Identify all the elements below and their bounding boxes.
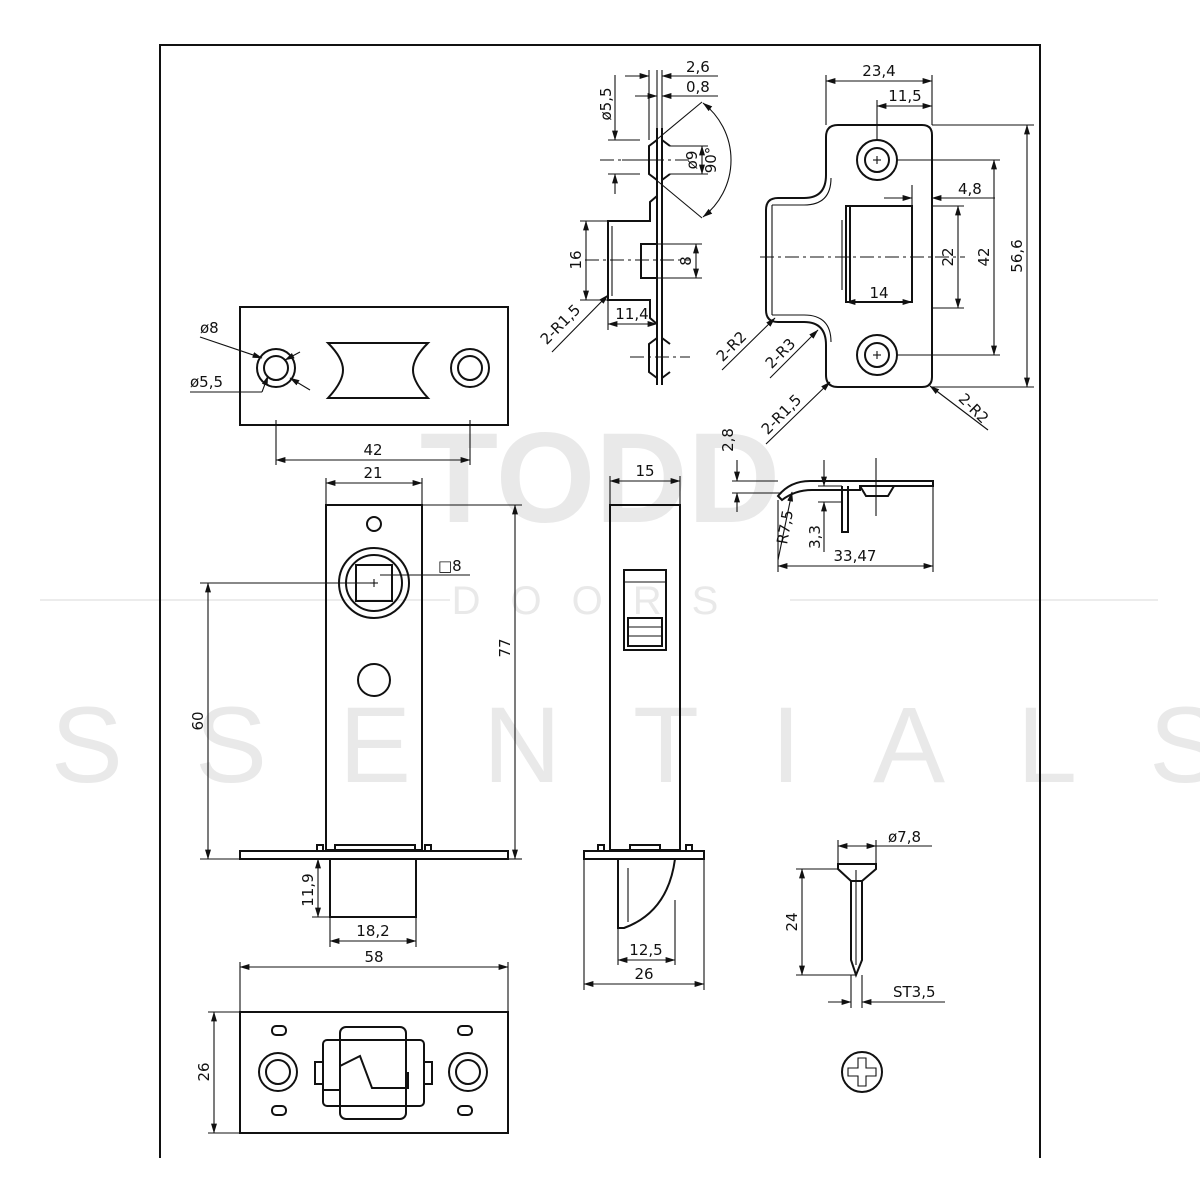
dim-spindle: □8 xyxy=(438,557,462,575)
dim-box-inner: 8 xyxy=(677,256,695,266)
dim-strike-thickness: 2,6 xyxy=(686,58,710,76)
faceplate-bottom-view: 58 26 xyxy=(195,948,509,1134)
dim-profile-depth: 3,3 xyxy=(806,525,824,549)
strike-profile-view: 2,8 R7,5 3,3 33,47 xyxy=(719,428,934,572)
dim-front-height: 77 xyxy=(496,638,514,657)
dim-side-bolt: 12,5 xyxy=(629,941,662,959)
dim-backset: 60 xyxy=(189,711,207,730)
dim-screw-length: 24 xyxy=(783,912,801,931)
dim-hole-inner: ø5,5 xyxy=(190,373,223,391)
dim-section-depth: 11,4 xyxy=(615,305,648,323)
dim-hole-outer: ø8 xyxy=(200,319,219,337)
dim-profile-length: 33,47 xyxy=(834,547,877,565)
latch-side-view: 15 12,5 26 xyxy=(583,462,705,990)
latch-front-view: 21 □8 60 77 11,9 18,2 xyxy=(189,464,522,947)
strike-plate-view: 23,4 11,5 4,8 22 42 56,6 14 2-R2 2-R3 2 xyxy=(713,62,1034,445)
dim-box-height: 16 xyxy=(567,250,585,269)
dim-opening: 22 xyxy=(939,247,957,266)
strike-section-view: 2,6 0,8 ø5,5 ø9 90° 16 8 2-R1,5 xyxy=(537,58,732,385)
dim-r3: 2-R3 xyxy=(762,335,799,372)
dim-hole-spacing-top: 42 xyxy=(363,441,382,459)
dim-strike-height: 56,6 xyxy=(1008,239,1026,272)
watermark-sub: DOORS xyxy=(452,579,749,623)
dim-bolt-width: 18,2 xyxy=(356,922,389,940)
dim-strike-width: 23,4 xyxy=(862,62,895,80)
watermark: TODD DOORS ESSENTIALS xyxy=(0,407,1200,805)
dim-strike-sheet: 0,8 xyxy=(686,78,710,96)
dim-r2-left: 2-R2 xyxy=(713,328,750,365)
dim-profile-radius: R7,5 xyxy=(773,509,797,546)
dim-box-width: 14 xyxy=(869,284,888,302)
watermark-brand: TODD xyxy=(420,407,780,550)
dim-screw-head: ø7,8 xyxy=(888,828,921,846)
dim-screw-thread: ST3,5 xyxy=(893,983,936,1001)
dim-csk-dia: ø9 xyxy=(683,151,701,170)
dim-csk-hole: ø5,5 xyxy=(597,87,615,120)
dim-faceplate-height: 26 xyxy=(195,1062,213,1081)
dim-case-width: 15 xyxy=(635,462,654,480)
dim-profile-thickness: 2,8 xyxy=(719,428,737,452)
drawing-frame xyxy=(159,44,1041,1158)
dim-edge: 4,8 xyxy=(958,180,982,198)
phillips-head-icon xyxy=(841,1051,883,1093)
dim-hole-offset: 11,5 xyxy=(888,87,921,105)
dim-faceplate-length: 58 xyxy=(364,948,383,966)
dim-strike-hole-spacing: 42 xyxy=(975,247,993,266)
dim-section-radius: 2-R1,5 xyxy=(537,301,585,349)
dim-csk-angle: 90° xyxy=(702,147,720,174)
dim-front-width: 21 xyxy=(363,464,382,482)
faceplate-top-view: 42 ø8 ø5,5 xyxy=(190,306,509,465)
watermark-main: ESSENTIALS xyxy=(0,684,1200,805)
dim-side-plate: 26 xyxy=(634,965,653,983)
dim-bolt-projection: 11,9 xyxy=(299,873,317,906)
screw-view: ø7,8 24 ST3,5 xyxy=(783,828,945,1008)
